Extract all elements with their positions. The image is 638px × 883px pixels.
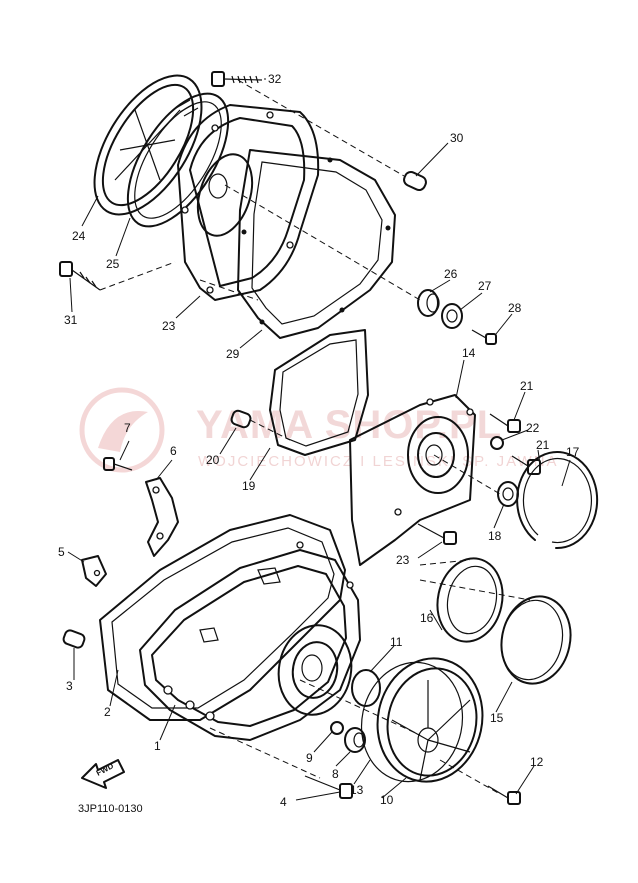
label-22: 22 xyxy=(526,421,540,435)
label-15: 15 xyxy=(490,711,504,725)
label-14: 14 xyxy=(462,346,476,360)
part-24-crankcase-cover xyxy=(177,104,320,301)
part-30-gasket xyxy=(237,149,396,339)
label-19: 19 xyxy=(242,479,256,493)
part-2-gasket xyxy=(99,514,346,721)
diagram-code: 3JP110-0130 xyxy=(78,803,143,815)
label-18: 18 xyxy=(488,529,502,543)
part-9-o-ring xyxy=(330,721,344,735)
label-21-a: 21 xyxy=(520,379,534,393)
leader-lines xyxy=(67,78,571,801)
part-19-gasket xyxy=(269,329,369,456)
part-labels: 32 30 24 25 26 27 28 23 31 29 14 21 22 2… xyxy=(58,72,580,809)
label-2: 2 xyxy=(104,705,111,719)
label-31: 30 xyxy=(450,131,464,145)
label-25: 24 xyxy=(72,229,86,243)
label-26: 25 xyxy=(106,257,120,271)
label-9: 9 xyxy=(306,751,313,765)
part-33-bolt xyxy=(211,71,263,87)
watermark: YAMA SHOP.PL WOJCIECHOWICZ I LESIŃSKI SP… xyxy=(79,387,559,473)
part-23-bolt xyxy=(417,523,457,545)
part-15-cap xyxy=(500,595,572,685)
label-6: 6 xyxy=(170,444,177,458)
label-11: 11 xyxy=(390,635,403,649)
part-32-bolt xyxy=(59,261,101,291)
forward-arrow-icon: FWD xyxy=(81,759,125,789)
label-17: 17 xyxy=(566,445,580,459)
part-16-seal xyxy=(436,557,504,643)
label-23: 23 xyxy=(396,553,410,567)
label-27: 26 xyxy=(444,267,458,281)
label-16: 16 xyxy=(420,611,434,625)
label-13: 13 xyxy=(350,783,364,797)
part-5-clip xyxy=(81,555,107,587)
label-32: 31 xyxy=(64,313,78,327)
label-33: 32 xyxy=(268,72,282,86)
part-6-bracket xyxy=(145,477,179,557)
label-3: 3 xyxy=(66,679,73,693)
part-17-circlip xyxy=(516,451,599,550)
part-31-dowel xyxy=(403,170,427,192)
part-20-dowel xyxy=(230,409,252,429)
label-1: 1 xyxy=(154,739,161,753)
label-10: 10 xyxy=(380,793,394,807)
label-7: 7 xyxy=(124,421,131,435)
part-3-dowel xyxy=(62,629,86,649)
label-20: 20 xyxy=(206,453,220,467)
watermark-subtitle: WOJCIECHOWICZ I LESIŃSKI SP. JAWNA xyxy=(198,453,559,470)
part-7-screw xyxy=(103,457,133,471)
label-4: 4 xyxy=(280,795,287,809)
part-1-main-cover xyxy=(139,541,361,741)
part-29-screw xyxy=(471,329,497,345)
label-30: 29 xyxy=(226,347,240,361)
part-22-o-ring xyxy=(490,436,504,450)
label-8: 8 xyxy=(332,767,339,781)
label-24: 23 xyxy=(162,319,176,333)
part-12-bolt xyxy=(487,785,521,805)
part-11-o-ring xyxy=(351,669,381,707)
part-28-seal xyxy=(441,303,463,329)
part-10-cover xyxy=(376,657,484,783)
label-5: 5 xyxy=(58,545,65,559)
label-29: 28 xyxy=(508,301,522,315)
part-27-bush xyxy=(417,289,440,317)
part-13-gasket xyxy=(360,661,464,783)
watermark-brand: YAMA SHOP.PL xyxy=(196,403,502,447)
part-18-bearing xyxy=(497,481,519,507)
part-4-bolt xyxy=(304,775,353,799)
part-26-gasket xyxy=(126,92,230,228)
label-28: 27 xyxy=(478,279,492,293)
label-12: 12 xyxy=(530,755,544,769)
part-14-plate xyxy=(349,394,476,566)
label-21-b: 21 xyxy=(536,438,550,452)
part-8-plug xyxy=(344,727,366,753)
